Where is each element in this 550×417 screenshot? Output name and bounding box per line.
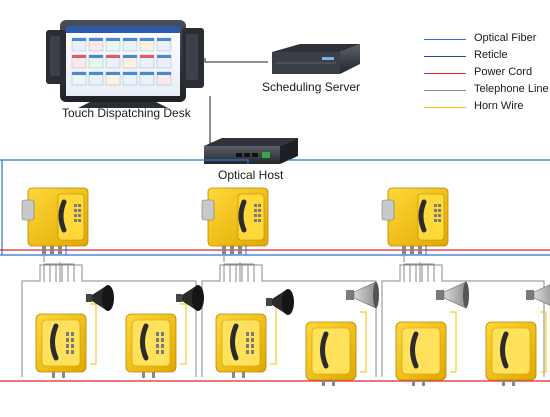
middle-phone-row <box>21 187 449 262</box>
emergency-phone-icon <box>215 313 267 378</box>
legend-swatch <box>424 90 466 91</box>
horn-speakers <box>86 281 550 315</box>
touch-desk-label: Touch Dispatching Desk <box>62 106 191 120</box>
legend-label: Power Cord <box>474 66 533 78</box>
desk-host-link <box>209 96 258 144</box>
horn-speaker-icon <box>346 281 379 309</box>
horn-speaker-icon <box>86 285 114 311</box>
legend-label: Telephone Line <box>474 83 549 95</box>
explosion-proof-phone-icon <box>21 187 89 254</box>
horn-speaker-icon <box>176 285 204 311</box>
legend-label: Horn Wire <box>474 100 524 112</box>
horn-speaker-icon <box>526 284 550 306</box>
legend-swatch <box>424 107 466 108</box>
optical-host-label: Optical Host <box>218 168 284 182</box>
explosion-proof-phone-icon <box>201 187 269 254</box>
emergency-phone-icon <box>125 313 177 378</box>
desk-server-link <box>204 58 268 63</box>
explosion-proof-phone-icon <box>381 187 449 254</box>
emergency-phone-icon <box>485 321 537 386</box>
telephone-distribution <box>43 262 435 282</box>
fiber-ring <box>0 159 550 256</box>
horn-speaker-icon <box>436 281 469 309</box>
legend-swatch <box>424 56 466 57</box>
bottom-phone-row <box>35 303 547 386</box>
bottom-group-boxes <box>21 264 545 377</box>
emergency-phone-icon <box>395 321 447 386</box>
backbone-connections <box>204 58 268 144</box>
scheduling-server <box>272 44 360 74</box>
touch-dispatching-desk <box>46 20 204 108</box>
horn-speaker-icon <box>266 289 294 315</box>
legend-label: Reticle <box>474 49 508 61</box>
emergency-phone-icon <box>305 321 357 386</box>
emergency-phone-icon <box>35 313 87 378</box>
legend-label: Optical Fiber <box>474 32 537 44</box>
scheduling-server-label: Scheduling Server <box>262 80 361 94</box>
desk-base <box>78 102 168 108</box>
legend-swatch <box>424 73 466 74</box>
legend-swatch <box>424 39 466 40</box>
